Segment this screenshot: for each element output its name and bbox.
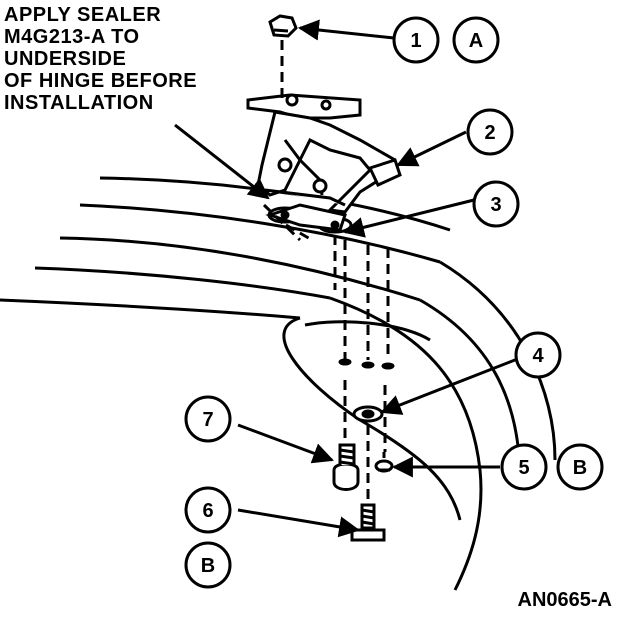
clip	[374, 452, 394, 473]
callout-label-6: 6	[202, 500, 213, 522]
instruction-line: M4G213-A TO	[4, 26, 140, 48]
hinge-assembly	[246, 93, 402, 234]
callout-circle-2	[466, 108, 514, 156]
callout-circle-a	[452, 16, 500, 64]
callout-circles	[184, 16, 604, 589]
callout-circle-5	[500, 443, 548, 491]
callout-circle-7	[184, 395, 232, 443]
sealer-leader-line	[174, 123, 270, 200]
hinge-nut	[268, 14, 298, 38]
sealer-instruction: APPLY SEALER M4G213-A TO UNDERSIDE OF HI…	[4, 4, 254, 114]
callout-label-7: 7	[202, 409, 213, 431]
body-panel	[0, 176, 557, 591]
alignment-lines	[262, 40, 390, 500]
callout-label-2: 2	[484, 122, 495, 144]
panel-holes	[338, 358, 395, 370]
stud	[332, 443, 360, 491]
bolt	[350, 503, 386, 542]
callout-circle-b-left	[184, 541, 232, 589]
callout-label-4: 4	[532, 345, 544, 367]
instruction-line: OF HINGE BEFORE	[4, 70, 198, 92]
instruction-line: INSTALLATION	[4, 92, 154, 114]
callout-leaders	[237, 19, 521, 538]
callout-label-b-left: B	[201, 555, 215, 577]
callout-circle-1	[392, 16, 440, 64]
callout-label-b-right: B	[573, 457, 587, 479]
callout-label-1: 1	[410, 30, 421, 52]
callout-label-a: A	[469, 30, 483, 52]
instruction-line: UNDERSIDE	[4, 48, 127, 70]
callout-circle-3	[472, 180, 520, 228]
washer	[352, 405, 384, 423]
callout-label-3: 3	[490, 194, 501, 216]
instruction-line: APPLY SEALER	[4, 4, 162, 26]
callout-label-5: 5	[518, 457, 529, 479]
figure-code: AN0665-A	[517, 589, 612, 611]
callout-circle-4	[514, 331, 562, 379]
callout-circle-b-right	[556, 443, 604, 491]
callout-circle-6	[184, 486, 232, 534]
